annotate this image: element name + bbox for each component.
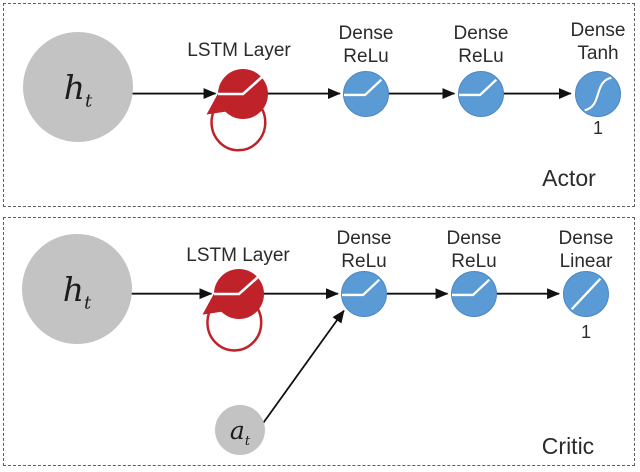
dense1-node bbox=[341, 271, 387, 317]
dense1-node bbox=[343, 71, 389, 117]
output-units-label: 1 bbox=[580, 322, 591, 342]
action-input-label: at bbox=[229, 415, 251, 449]
self-loop-arrowhead-icon bbox=[202, 292, 223, 315]
dense3-node bbox=[563, 271, 609, 317]
dense2-node bbox=[458, 71, 504, 117]
linear-activation-icon bbox=[570, 277, 602, 311]
relu-activation-icon bbox=[459, 78, 498, 97]
lstm-layer-label: LSTM Layer bbox=[187, 40, 291, 61]
lstm-activation-icon bbox=[214, 276, 259, 296]
tanh-activation-icon bbox=[584, 76, 612, 112]
actor-title: Actor bbox=[542, 165, 596, 191]
hidden-state-label: ht bbox=[62, 269, 92, 314]
lstm-layer-label: LSTM Layer bbox=[186, 245, 290, 266]
critic-connections bbox=[130, 288, 561, 428]
critic-title: Critic bbox=[541, 433, 595, 459]
relu-activation-icon bbox=[344, 78, 383, 97]
output-units-label: 1 bbox=[592, 118, 603, 138]
relu-activation-icon bbox=[342, 278, 381, 297]
action-input-node: at bbox=[215, 405, 265, 455]
self-loop-arrowhead-icon bbox=[206, 92, 227, 115]
hidden-state-label: ht bbox=[63, 67, 93, 112]
hidden-state-node: ht bbox=[22, 234, 132, 344]
hidden-state-node: ht bbox=[23, 32, 133, 142]
lstm-node bbox=[218, 69, 268, 119]
dense2-node bbox=[451, 271, 497, 317]
relu-activation-icon bbox=[452, 278, 491, 297]
arrow-action-to-dense1 bbox=[259, 309, 345, 428]
dense3-node bbox=[575, 71, 621, 117]
lstm-node bbox=[214, 269, 264, 319]
lstm-activation-icon bbox=[218, 76, 263, 96]
